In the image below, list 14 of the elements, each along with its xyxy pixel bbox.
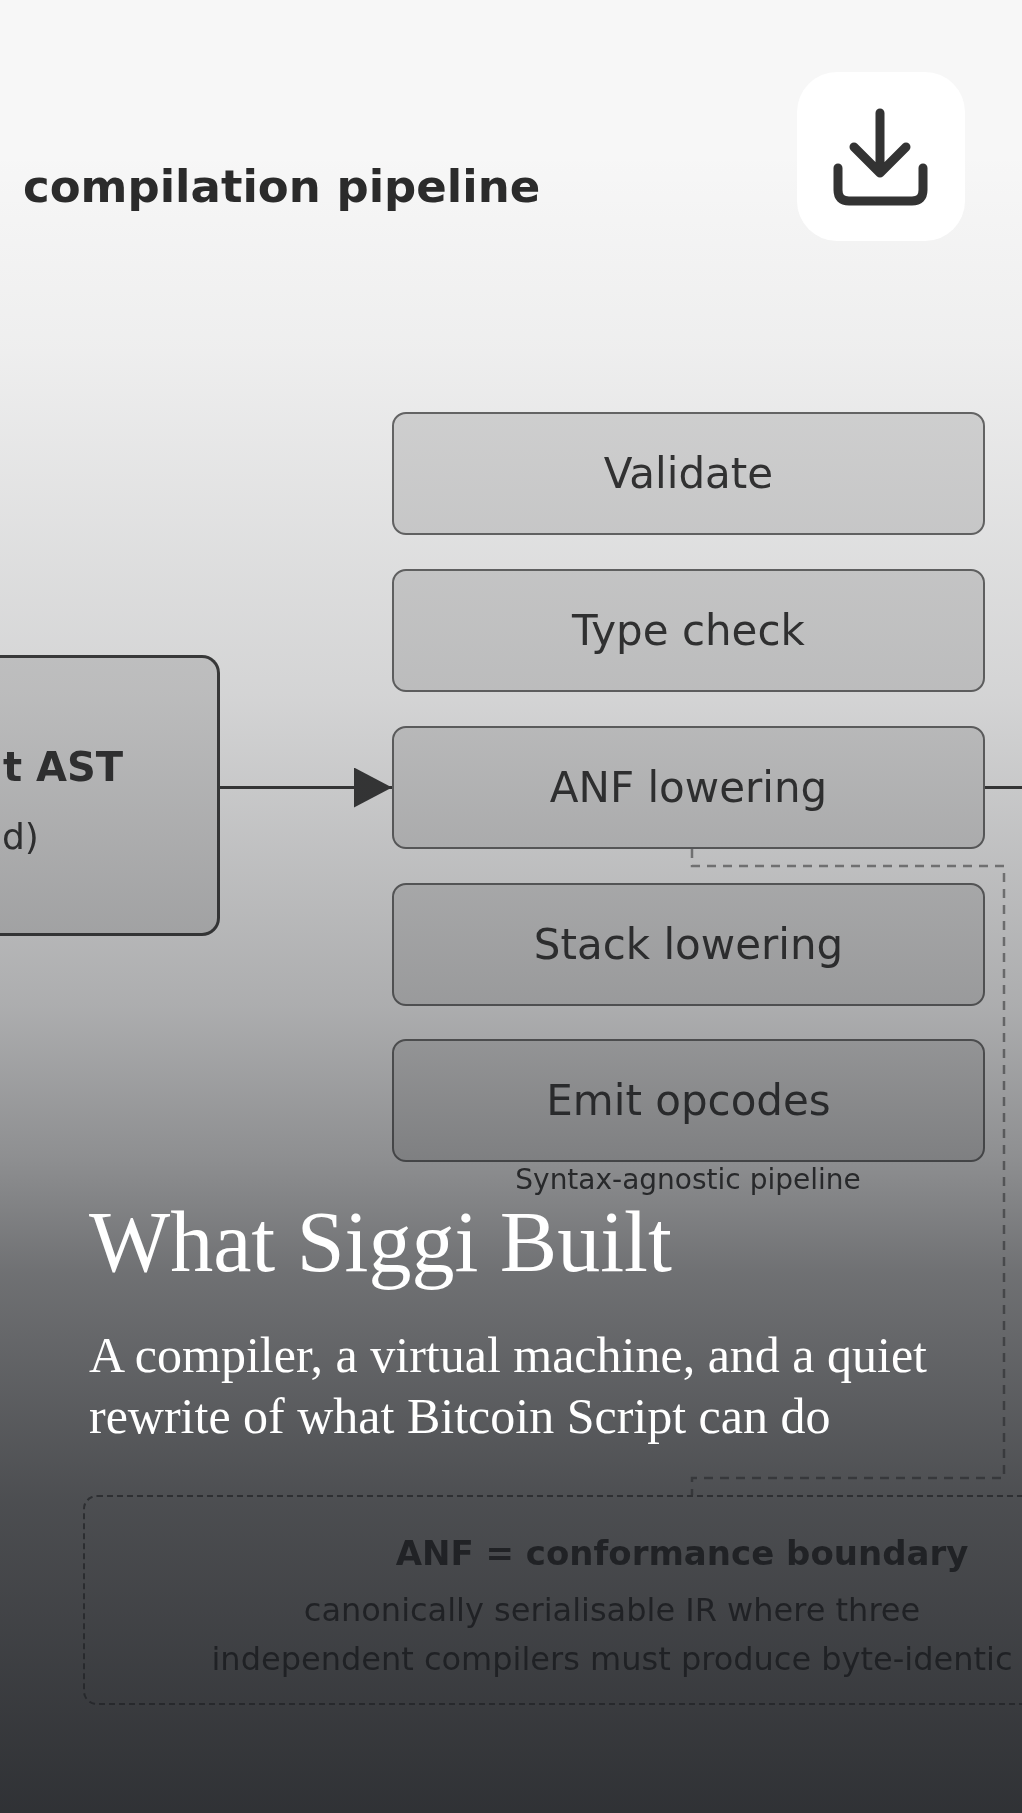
diagram-title: compilation pipeline (23, 160, 541, 214)
process-box (392, 569, 985, 692)
dashed-connector (690, 849, 1006, 1495)
dashed-note-box (83, 1495, 1022, 1705)
article-subtitle: A compiler, a virtual machine, and a quiet rewrite of what Bitcoin Script can do (89, 1326, 928, 1446)
process-box (392, 1039, 985, 1162)
process-box (392, 726, 985, 849)
arrow (220, 767, 392, 808)
article-title: What Siggi Built (89, 1196, 672, 1288)
process-box (392, 883, 985, 1006)
process-box (392, 412, 985, 535)
process-box (0, 655, 220, 936)
connector-line (985, 786, 1022, 789)
group-caption: Syntax-agnostic pipeline (515, 1164, 861, 1196)
